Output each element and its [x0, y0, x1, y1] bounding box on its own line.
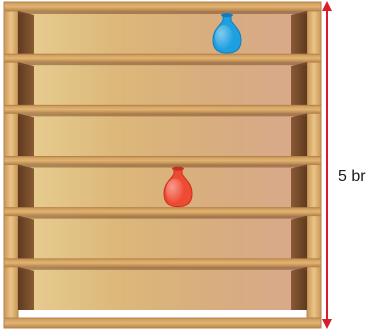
shelf-compartments	[3, 11, 322, 310]
red-vase	[163, 166, 193, 208]
side-wall-left	[18, 113, 34, 157]
back-panel	[18, 164, 307, 208]
blue-vase	[212, 13, 242, 54]
shelf-board	[3, 53, 322, 63]
side-wall-right	[291, 266, 307, 310]
top-shadow	[18, 266, 307, 270]
measurement-label: 5 br	[338, 168, 366, 185]
back-panel	[18, 11, 307, 55]
side-wall-right	[291, 113, 307, 157]
shelf-board	[3, 156, 322, 165]
shelf-board	[3, 104, 322, 114]
shelf-compartment-2	[3, 62, 322, 114]
shelf-compartment-3	[3, 113, 322, 165]
side-wall-right	[291, 11, 307, 55]
top-shadow	[18, 62, 307, 66]
back-panel	[18, 113, 307, 157]
top-shadow	[18, 164, 307, 168]
vase-highlight	[215, 25, 233, 50]
vase-highlight	[166, 178, 184, 203]
shelf-board	[3, 258, 322, 268]
shelf-board	[3, 207, 322, 217]
back-panel	[18, 266, 307, 310]
back-panel	[18, 215, 307, 259]
side-wall-left	[18, 215, 34, 259]
side-wall-right	[291, 164, 307, 208]
side-wall-right	[291, 62, 307, 106]
shelf-compartment-6	[18, 266, 307, 310]
side-wall-left	[18, 62, 34, 106]
shelf-compartment-1	[3, 11, 322, 63]
back-panel	[18, 62, 307, 106]
shelf-frame-top	[3, 1, 322, 12]
shelf-frame-bottom	[3, 317, 322, 329]
vase-rim	[172, 166, 184, 171]
side-wall-right	[291, 215, 307, 259]
side-wall-left	[18, 11, 34, 55]
vase-rim	[221, 13, 233, 18]
side-wall-left	[18, 266, 34, 310]
shelf-compartment-5	[3, 215, 322, 268]
top-shadow	[18, 215, 307, 219]
vases	[163, 13, 242, 208]
arrow-head-bottom	[322, 319, 332, 329]
top-shadow	[18, 11, 307, 14]
side-wall-left	[18, 164, 34, 208]
shelf-compartment-4	[3, 164, 322, 217]
arrow-head-top	[322, 1, 332, 11]
height-measurement: 5 br	[322, 1, 366, 329]
top-shadow	[18, 113, 307, 117]
